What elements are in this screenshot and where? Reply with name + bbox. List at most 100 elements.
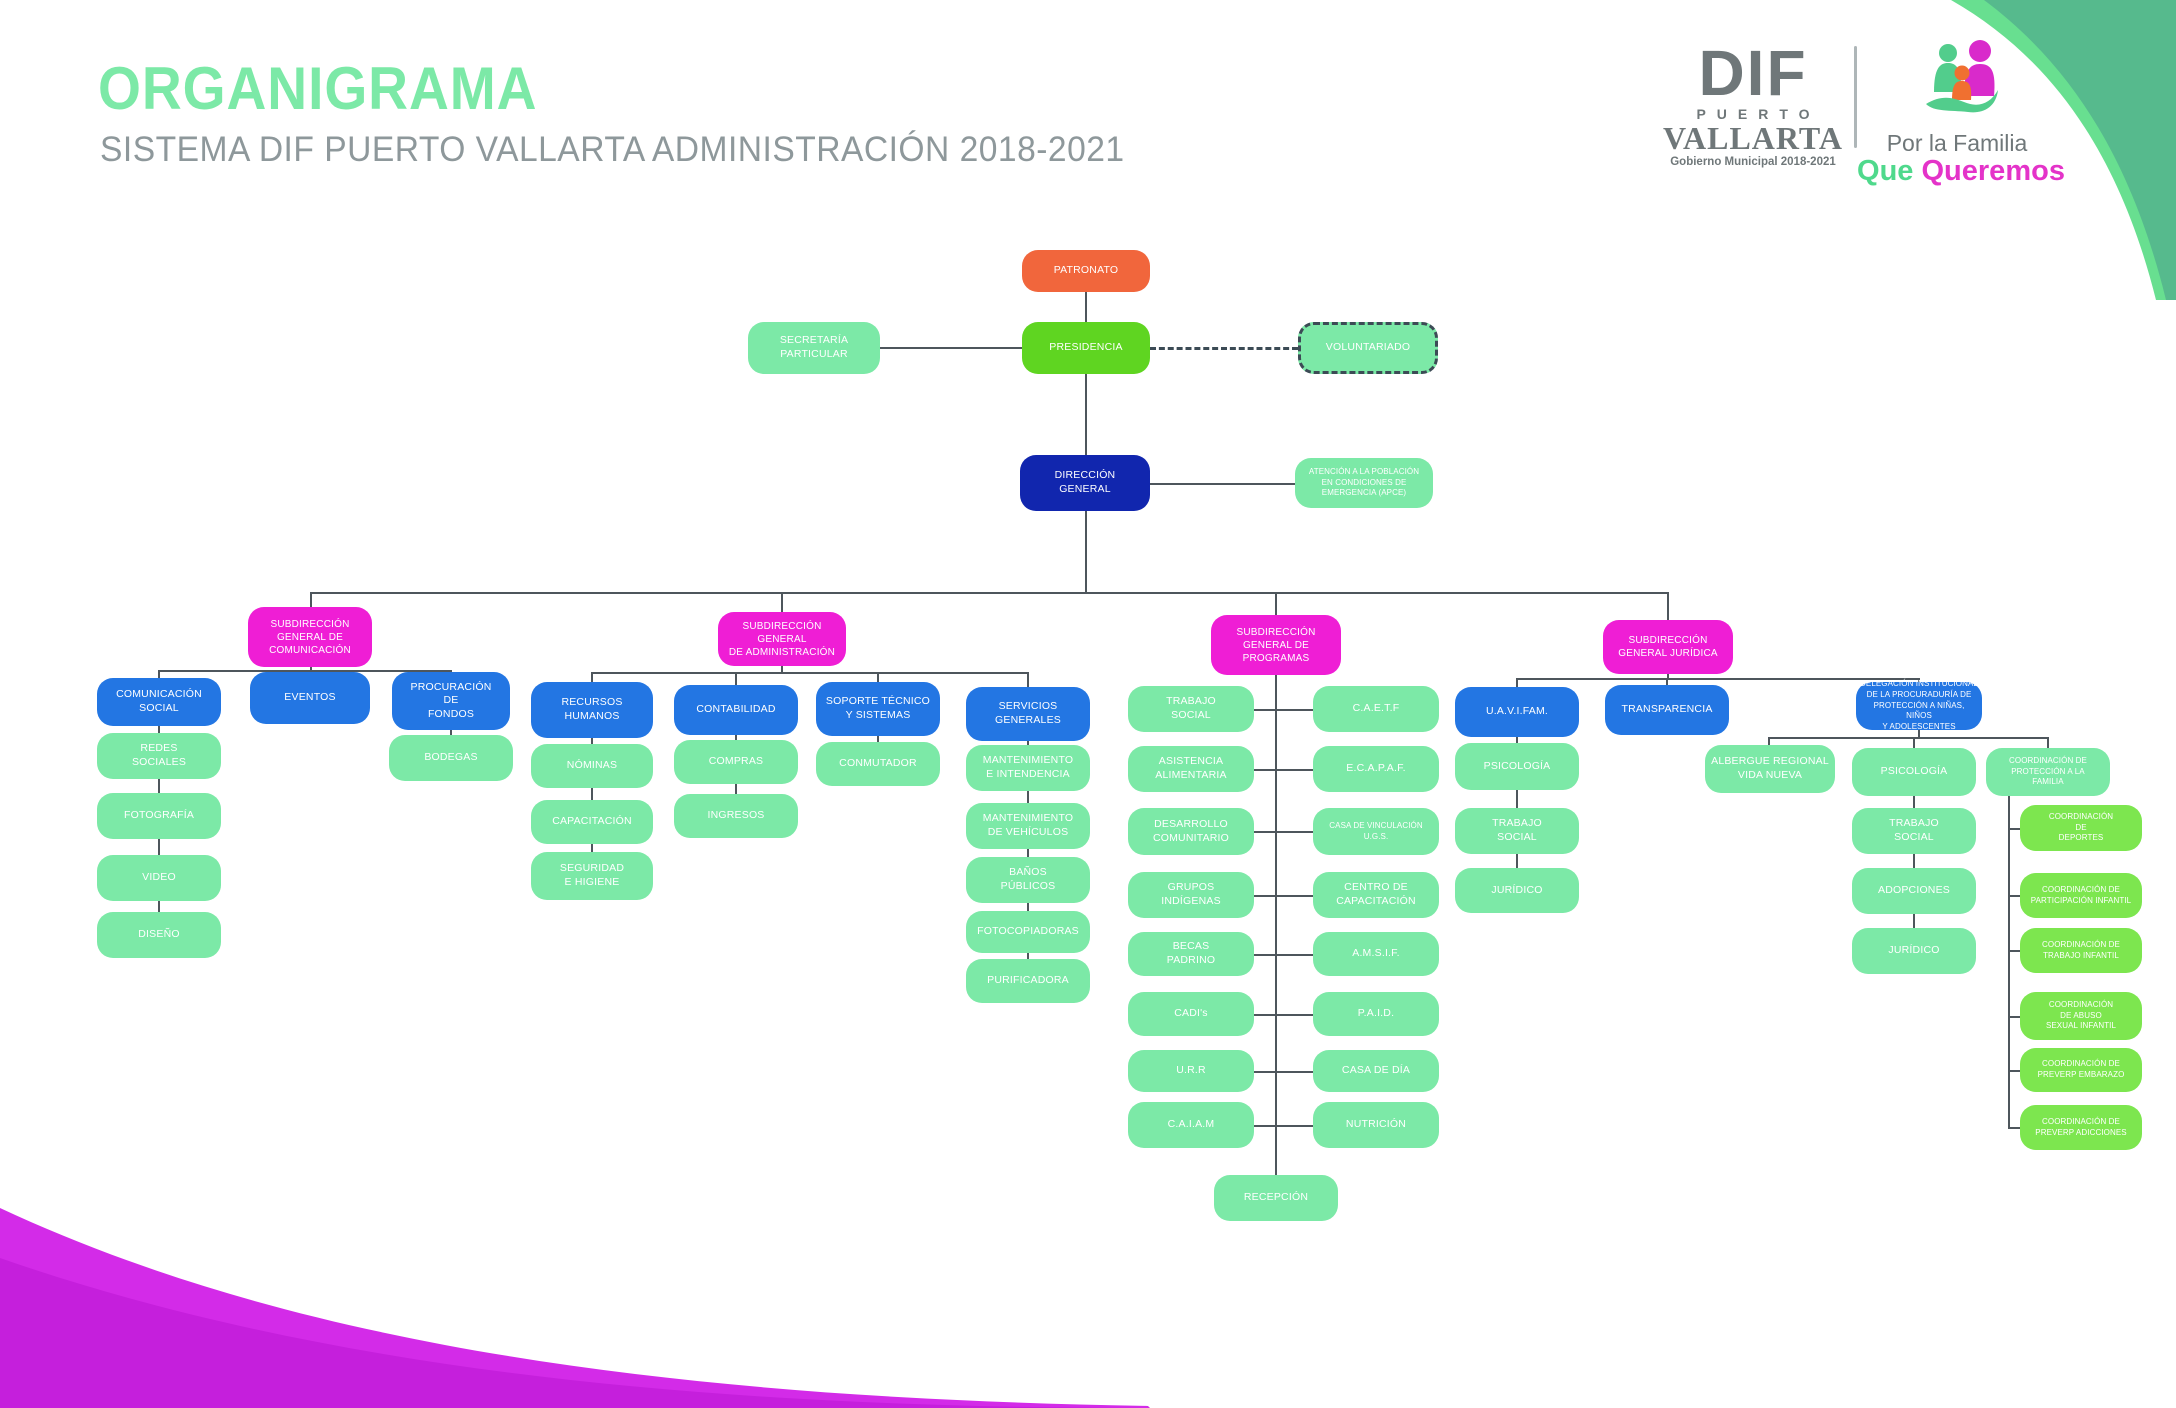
connector-28 <box>591 788 593 800</box>
node-juridico-delegacion: JURÍDICO <box>1852 928 1976 974</box>
dif-logo-gobierno: Gobierno Municipal 2018-2021 <box>1670 156 1836 169</box>
connector-6 <box>310 592 1669 594</box>
node-recepcion: RECEPCIÓN <box>1214 1175 1338 1221</box>
dif-logo-text: DIF <box>1698 37 1808 109</box>
node-capacitacion: CAPACITACIÓN <box>531 800 653 844</box>
connector-77 <box>2008 1127 2020 1129</box>
connector-45 <box>1254 1071 1275 1073</box>
node-video: VIDEO <box>97 855 221 901</box>
node-desarrollo-comunitario: DESARROLLO COMUNITARIO <box>1128 808 1254 855</box>
node-nominas: NÓMINAS <box>531 744 653 788</box>
node-ecapaf: E.C.A.P.A.F. <box>1313 746 1439 792</box>
connector-37 <box>1027 953 1029 959</box>
connector-61 <box>1516 790 1518 808</box>
node-becas-padrino: BECAS PADRINO <box>1128 932 1254 976</box>
node-juridico-uavifam: JURÍDICO <box>1455 868 1579 913</box>
dif-logo-puerto: PUERTO <box>1696 105 1821 122</box>
node-voluntariado: VOLUNTARIADO <box>1298 322 1438 374</box>
connector-36 <box>1027 903 1029 911</box>
node-coordinacion-participacion-infantil: COORDINACIÓN DE PARTICIPACIÓN INFANTIL <box>2020 873 2142 918</box>
connector-14 <box>309 670 311 673</box>
node-redes-sociales: REDES SOCIALES <box>97 733 221 779</box>
node-direccion-general: DIRECCIÓN GENERAL <box>1020 455 1150 511</box>
node-sub-administracion: SUBDIRECCIÓN GENERAL DE ADMINISTRACIÓN <box>718 612 846 666</box>
node-soporte-tecnico: SOPORTE TÉCNICO Y SISTEMAS <box>816 682 940 736</box>
node-secretaria-particular: SECRETARÍA PARTICULAR <box>748 322 880 374</box>
connector-46 <box>1254 1125 1275 1127</box>
connector-35 <box>1027 849 1029 857</box>
connector-16 <box>158 726 160 733</box>
connector-66 <box>1913 737 1915 748</box>
node-mantenimiento-de-vehiculos: MANTENIMIENTO DE VEHÍCULOS <box>966 803 1090 849</box>
node-purificadora: PURIFICADORA <box>966 959 1090 1003</box>
connector-7 <box>310 592 312 607</box>
connector-68 <box>1913 796 1915 808</box>
connector-40 <box>1254 769 1275 771</box>
node-amsif: A.M.S.I.F. <box>1313 932 1439 976</box>
connector-12 <box>158 670 452 672</box>
connector-13 <box>158 670 160 678</box>
connector-59 <box>1918 678 1920 682</box>
connector-9 <box>1275 592 1277 615</box>
node-delegacion-institucional: DELEGACIÓN INSTITUCIONAL DE LA PROCURADU… <box>1856 679 1982 731</box>
node-coordinacion-abuso-sexual-infantil: COORDINACIÓN DE ABUSO SEXUAL INFANTIL <box>2020 992 2142 1040</box>
logo-divider <box>1854 46 1857 148</box>
node-coordinacion-trabajo-infantil: COORDINACIÓN DE TRABAJO INFANTIL <box>2020 928 2142 973</box>
node-contabilidad: CONTABILIDAD <box>674 685 798 735</box>
connector-75 <box>2008 1016 2020 1018</box>
node-patronato: PATRONATO <box>1022 250 1150 292</box>
connector-27 <box>591 738 593 744</box>
connector-26 <box>1027 672 1029 687</box>
connector-76 <box>2008 1070 2020 1072</box>
connector-54 <box>1277 1125 1313 1127</box>
connector-20 <box>450 730 452 735</box>
connector-48 <box>1277 769 1313 771</box>
connector-69 <box>1913 854 1915 868</box>
connector-11 <box>310 667 312 672</box>
connector-52 <box>1277 1014 1313 1016</box>
node-transparencia: TRANSPARENCIA <box>1605 685 1729 735</box>
connector-23 <box>591 672 593 682</box>
node-trabajo-social-uavifam: TRABAJO SOCIAL <box>1455 808 1579 854</box>
node-trabajo-social-programas: TRABAJO SOCIAL <box>1128 686 1254 732</box>
node-apce: ATENCIÓN A LA POBLACIÓN EN CONDICIONES D… <box>1295 458 1433 508</box>
page-subtitle: SISTEMA DIF PUERTO VALLARTA ADMINISTRACI… <box>100 130 1125 169</box>
slogan-que-queremos: Que Queremos <box>1836 155 2086 188</box>
node-conmutador: CONMUTADOR <box>816 742 940 786</box>
connector-44 <box>1254 1014 1275 1016</box>
connector-57 <box>1516 678 1518 687</box>
node-trabajo-social-delegacion: TRABAJO SOCIAL <box>1852 808 1976 854</box>
connector-73 <box>2008 895 2020 897</box>
dif-logo-vallarta: VALLARTA <box>1663 119 1843 156</box>
connector-58 <box>1666 678 1668 685</box>
connector-17 <box>158 779 160 793</box>
node-fotografia: FOTOGRAFÍA <box>97 793 221 839</box>
connector-4 <box>1150 483 1295 485</box>
node-centro-de-capacitacion: CENTRO DE CAPACITACIÓN <box>1313 872 1439 918</box>
node-coordinacion-proteccion-familia: COORDINACIÓN DE PROTECCIÓN A LA FAMILIA <box>1986 748 2110 796</box>
connector-67 <box>2047 737 2049 748</box>
node-seguridad-e-higiene: SEGURIDAD E HIGIENE <box>531 852 653 900</box>
node-uavifam: U.A.V.I.FAM. <box>1455 687 1579 737</box>
family-logo-icon <box>1926 40 1998 113</box>
node-fotocopiadoras: FOTOCOPIADORAS <box>966 911 1090 953</box>
node-casa-de-dia: CASA DE DÍA <box>1313 1050 1439 1092</box>
connector-15 <box>450 670 452 673</box>
connector-21 <box>781 666 783 672</box>
connector-18 <box>158 839 160 855</box>
node-comunicacion-social: COMUNICACIÓN SOCIAL <box>97 678 221 726</box>
node-coordinacion-deportes: COORDINACIÓN DE DEPORTES <box>2020 805 2142 851</box>
connector-53 <box>1277 1071 1313 1073</box>
connector-32 <box>877 736 879 742</box>
connector-31 <box>735 784 737 794</box>
connector-65 <box>1768 737 1770 745</box>
connector-70 <box>1913 914 1915 928</box>
connector-30 <box>735 735 737 740</box>
node-urr: U.R.R <box>1128 1050 1254 1092</box>
node-sub-programas: SUBDIRECCIÓN GENERAL DE PROGRAMAS <box>1211 615 1341 675</box>
node-psicologia-delegacion: PSICOLOGÍA <box>1852 748 1976 796</box>
connector-50 <box>1277 895 1313 897</box>
connector-29 <box>591 844 593 852</box>
connector-55 <box>1667 674 1669 678</box>
